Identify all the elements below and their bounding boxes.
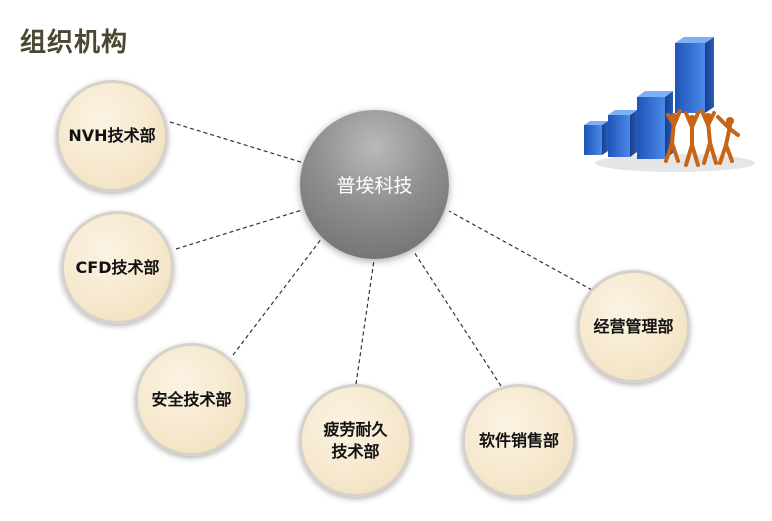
- center-node-label: 普埃科技: [336, 175, 413, 197]
- link-safety: [232, 237, 323, 356]
- node-nvh: NVH技术部: [56, 80, 168, 192]
- link-nvh: [169, 121, 305, 164]
- center-node: 普埃科技: [300, 110, 449, 259]
- node-cfd: CFD技术部: [61, 211, 174, 324]
- node-sales-label: 软件销售部: [478, 431, 559, 450]
- node-safety-label: 安全技术部: [151, 389, 232, 409]
- link-mgmt: [448, 210, 593, 291]
- page-title: 组织机构: [20, 28, 129, 58]
- node-sales: 软件销售部: [462, 384, 576, 498]
- node-mgmt-label: 经营管理部: [593, 316, 674, 336]
- node-nvh-label: NVH技术部: [68, 126, 156, 145]
- node-mgmt: 经营管理部: [577, 270, 690, 383]
- node-safety: 安全技术部: [135, 343, 248, 456]
- link-fatigue: [355, 259, 375, 385]
- link-sales: [413, 251, 502, 387]
- node-fatigue-label: 疲劳耐久 技术部: [323, 419, 388, 461]
- teamwork-bar-chart-icon: [584, 37, 755, 172]
- node-fatigue: 疲劳耐久 技术部: [299, 384, 412, 497]
- node-cfd-label: CFD技术部: [75, 257, 160, 277]
- link-cfd: [175, 209, 303, 250]
